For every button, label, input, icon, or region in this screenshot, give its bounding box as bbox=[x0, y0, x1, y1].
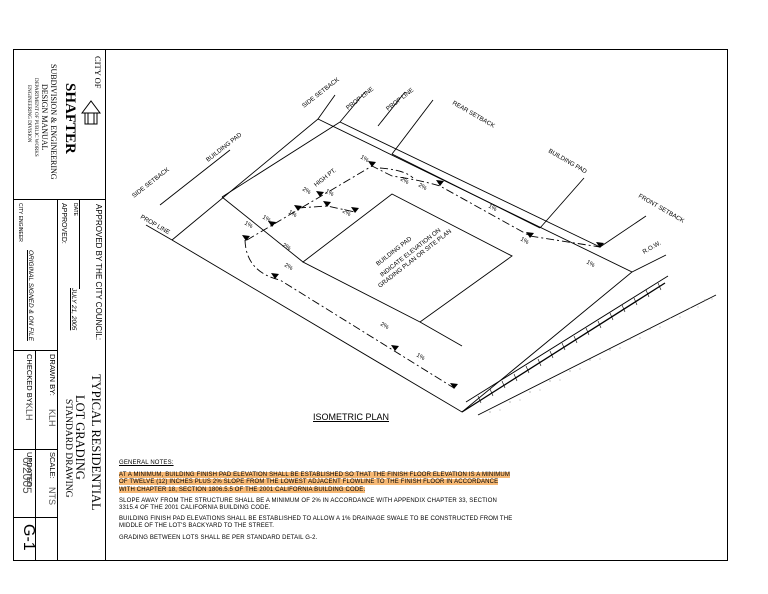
title-block bbox=[13, 49, 106, 561]
prop-line-left-ext bbox=[145, 224, 173, 241]
general-notes: GENERAL NOTES: AT A MINIMUM, BUILDING FI… bbox=[119, 460, 514, 546]
note-3: BUILDING FINISH PAD ELEVATIONS SHALL BE … bbox=[119, 516, 513, 530]
swale-rear bbox=[246, 165, 601, 248]
note-2: SLOPE AWAY FROM THE STRUCTURE SHALL BE A… bbox=[119, 497, 498, 512]
setback-line-rear-inner bbox=[391, 153, 541, 229]
setback-line-rear bbox=[221, 121, 341, 198]
slope-label: 2% bbox=[341, 209, 352, 219]
isometric-plan-title: ISOMETRIC PLAN bbox=[313, 412, 390, 422]
label-building-pad-right: BUILDING PAD bbox=[547, 148, 588, 176]
label-side-setback-left: SIDE SETBACK bbox=[131, 166, 171, 200]
row-ext bbox=[631, 254, 667, 273]
title-block-divider bbox=[57, 199, 58, 560]
slope-label: 1% bbox=[324, 189, 335, 199]
title-block-rule-6 bbox=[36, 199, 58, 200]
slope-label: 1% bbox=[243, 221, 254, 231]
label-rear-setback: REAR SETBACK bbox=[451, 100, 497, 130]
curb-line bbox=[461, 282, 666, 413]
label-front-setback: FRONT SETBACK bbox=[637, 193, 686, 225]
label-prop-line-top-2: PROP LINE bbox=[385, 87, 415, 113]
swale-high-pt bbox=[297, 205, 356, 213]
front-setback-ext bbox=[599, 215, 647, 248]
setback-ext-4 bbox=[391, 99, 434, 155]
slope-label: 1% bbox=[487, 204, 498, 214]
drawing-sheet-border bbox=[13, 49, 728, 561]
prop-line-ext-1 bbox=[317, 94, 336, 120]
general-notes-heading: GENERAL NOTES: bbox=[119, 460, 174, 466]
swale-curve bbox=[379, 167, 414, 179]
title-block-rule-4 bbox=[13, 449, 57, 450]
slope-label: 1% bbox=[287, 210, 298, 220]
building-pad-ext bbox=[539, 177, 585, 229]
slope-label: 1% bbox=[415, 353, 426, 363]
slope-label: 1% bbox=[519, 237, 530, 247]
street-edge bbox=[477, 294, 717, 416]
slope-label: 2% bbox=[283, 263, 294, 273]
note-4: GRADING BETWEEN LOTS SHALL BE PER STANDA… bbox=[119, 534, 318, 541]
slope-label: 2% bbox=[379, 322, 390, 332]
building-pad-outline bbox=[302, 193, 513, 323]
prop-line-ext-2 bbox=[339, 91, 366, 123]
note-1-text: AT A MINIMUM, BUILDING FINISH PAD ELEVAT… bbox=[119, 472, 510, 493]
slope-label: 2% bbox=[301, 187, 312, 197]
title-block-rule-7 bbox=[79, 199, 80, 289]
setback-line-right bbox=[339, 121, 601, 248]
gutter-line bbox=[465, 275, 669, 403]
swale-side bbox=[244, 239, 455, 389]
slope-label: 2% bbox=[281, 243, 292, 253]
note-1: AT A MINIMUM, BUILDING FINISH PAD ELEVAT… bbox=[119, 472, 514, 494]
title-block-rule-3 bbox=[35, 350, 36, 560]
slope-label: 1% bbox=[585, 260, 596, 270]
label-side-setback-top: SIDE SETBACK bbox=[301, 76, 341, 110]
label-prop-line-top-1: PROP LINE bbox=[345, 86, 375, 112]
slope-label: 2% bbox=[399, 177, 410, 187]
street-pavement bbox=[489, 298, 713, 413]
logo-emblem-icon bbox=[81, 100, 101, 125]
slope-label: 1% bbox=[261, 215, 272, 225]
side-setback-ext bbox=[159, 149, 231, 206]
label-prop-line-left: PROP LINE bbox=[139, 214, 171, 237]
pad-front-line bbox=[419, 321, 463, 347]
label-row: R.O.W. bbox=[642, 240, 663, 256]
title-block-rule-5 bbox=[13, 517, 57, 518]
slope-label: 2% bbox=[417, 183, 428, 193]
title-block-rule-1 bbox=[13, 199, 105, 200]
label-building-pad-left: BUILDING PAD bbox=[205, 131, 244, 163]
slope-label: 1% bbox=[359, 155, 370, 165]
label-high-pt: HIGH PT. bbox=[313, 167, 338, 189]
prop-line-ext-3 bbox=[377, 91, 406, 127]
pad-left-line bbox=[221, 196, 304, 263]
